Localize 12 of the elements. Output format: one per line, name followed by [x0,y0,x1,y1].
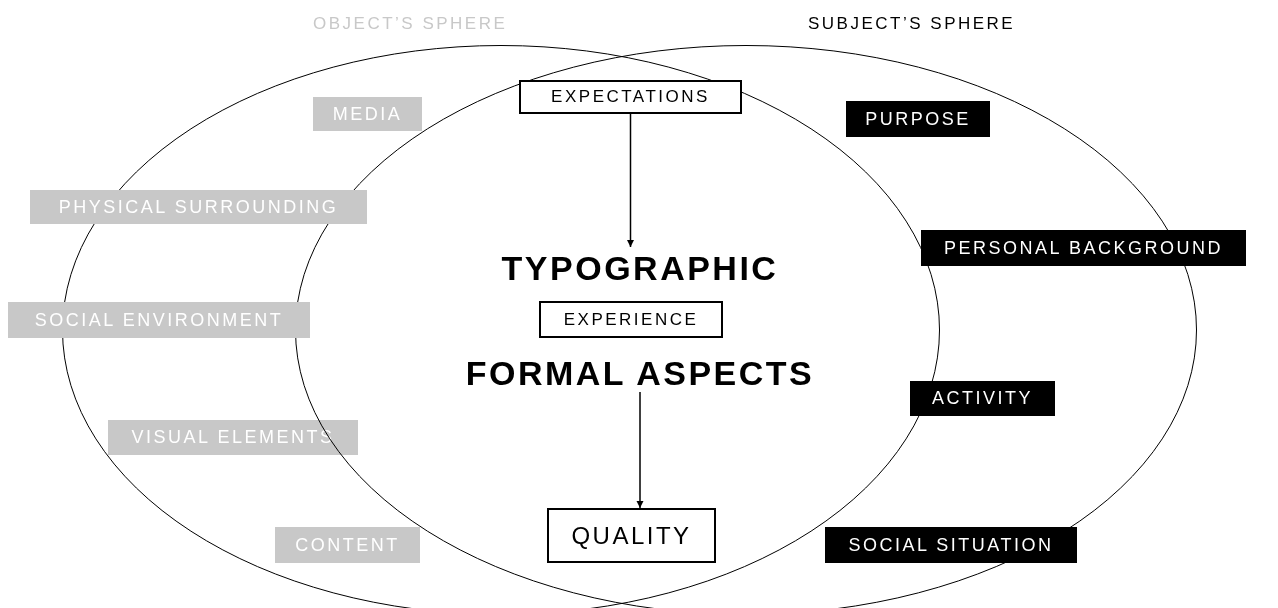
subject-factor-tag: SOCIAL SITUATION [825,527,1077,563]
subject-factor-tag: PURPOSE [846,101,990,137]
heading-text: FORMAL ASPECTS [465,350,815,396]
arrow [627,113,634,248]
heading-text: TYPOGRAPHIC [501,245,779,291]
outlined-label: EXPECTATIONS [519,80,742,114]
outlined-label: QUALITY [547,508,716,563]
arrow [636,391,644,509]
subject-factor-tag: PERSONAL BACKGROUND [921,230,1246,266]
outlined-label: EXPERIENCE [539,301,723,338]
subject-factor-tag: ACTIVITY [910,381,1055,416]
sphere-title: SUBJECT’S SPHERE [808,14,1016,34]
